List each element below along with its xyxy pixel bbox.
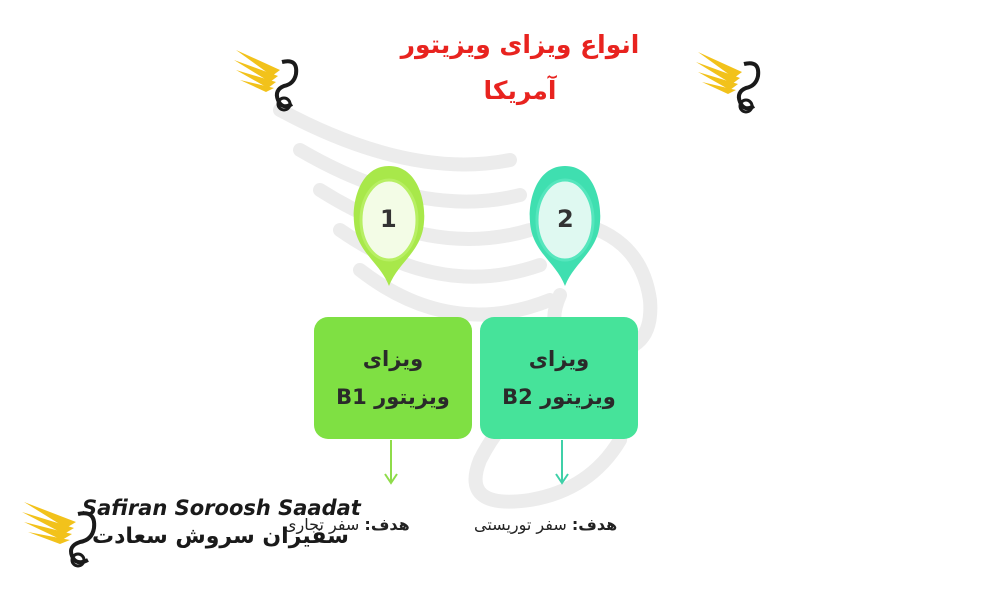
goal-value: سفر تجاری — [284, 515, 360, 534]
wing-logo-icon — [234, 50, 299, 112]
pin-number-1: 1 — [380, 205, 397, 233]
watermark-wing — [273, 103, 658, 509]
visa-box-line2: ویزیتور B2 — [502, 385, 616, 409]
visa-box-line1: ویزای — [528, 347, 590, 371]
visa-box-line1: ویزای — [362, 347, 424, 371]
pin-number-2: 2 — [557, 205, 574, 233]
visa-box-b1: ویزای ویزیتور B1 — [314, 317, 472, 439]
goal-value: سفر توریستی — [474, 515, 567, 534]
goal-text-b2: هدف: سفر توریستی — [474, 515, 617, 534]
visa-box-line2: ویزیتور B1 — [336, 385, 450, 409]
brand-logo-icon — [22, 502, 97, 568]
brand-name-fa: سفیران سروش سعادت — [92, 524, 349, 549]
down-arrow-icon — [555, 440, 569, 485]
pin-marker-icon — [353, 166, 425, 286]
goal-label: هدف: — [571, 515, 618, 534]
wing-logo-icon — [696, 52, 761, 114]
goal-text-b1: هدف: سفر تجاری — [284, 515, 410, 534]
down-arrow-icon — [384, 440, 398, 485]
brand-name-en: Safiran Soroosh Saadat — [82, 496, 361, 520]
pin-marker-icon — [529, 166, 601, 286]
goal-label: هدف: — [364, 515, 410, 534]
visa-box-b2: ویزای ویزیتور B2 — [480, 317, 638, 439]
diagram-subtitle: آمریکا — [483, 76, 557, 105]
diagram-title: انواع ویزای ویزیتور — [400, 30, 640, 59]
